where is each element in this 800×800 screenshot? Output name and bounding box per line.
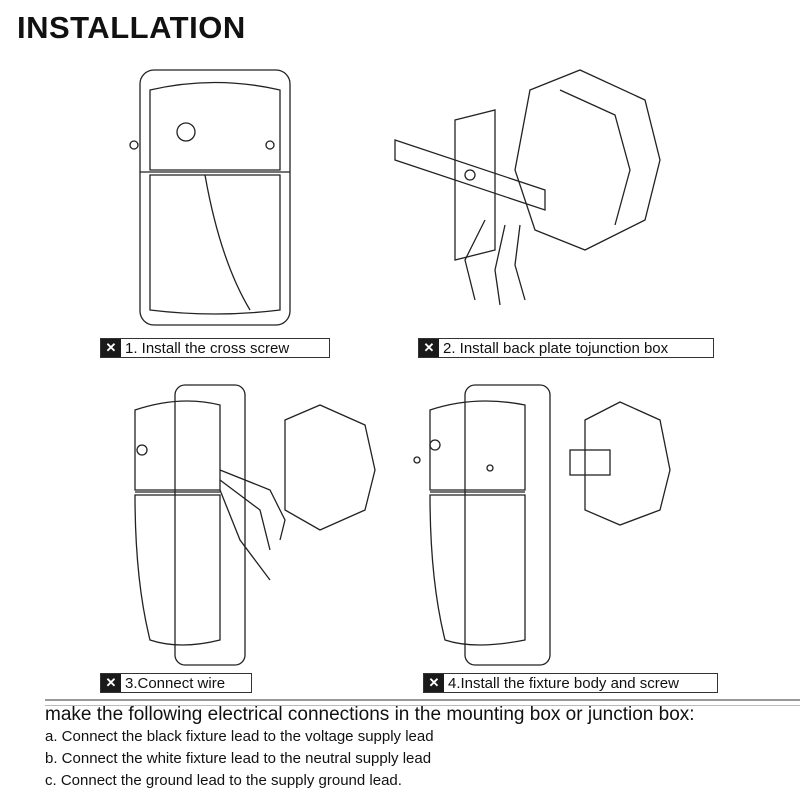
- tools-icon: ✕: [101, 674, 121, 692]
- step-1-text: 1. Install the cross screw: [125, 339, 290, 357]
- tools-icon: ✕: [424, 674, 444, 692]
- instruction-item: a. Connect the black fixture lead to the…: [45, 728, 434, 745]
- step-2-text: 2. Install back plate tojunction box: [443, 339, 669, 357]
- step-4-text: 4.Install the fixture body and screw: [448, 674, 679, 692]
- divider: [45, 699, 800, 706]
- tools-icon: ✕: [419, 339, 439, 357]
- step-1-label: ✕ 1. Install the cross screw: [100, 338, 330, 358]
- instructions-lead: make the following electrical connection…: [45, 704, 695, 725]
- step-3-text: 3.Connect wire: [125, 674, 226, 692]
- page-title: INSTALLATION: [17, 10, 246, 45]
- figure-back-plate-junction-box: [394, 69, 661, 306]
- instruction-item: c. Connect the ground lead to the supply…: [45, 772, 402, 789]
- step-4-label: ✕ 4.Install the fixture body and screw: [423, 673, 718, 693]
- tools-icon: ✕: [101, 339, 121, 357]
- figure-connect-wire: [134, 384, 376, 666]
- step-3-label: ✕ 3.Connect wire: [100, 673, 252, 693]
- step-2-label: ✕ 2. Install back plate tojunction box: [418, 338, 714, 358]
- figure-fixture-cross-screw: [129, 69, 291, 326]
- figure-fixture-body-screw: [413, 384, 671, 666]
- instruction-item: b. Connect the white fixture lead to the…: [45, 750, 432, 767]
